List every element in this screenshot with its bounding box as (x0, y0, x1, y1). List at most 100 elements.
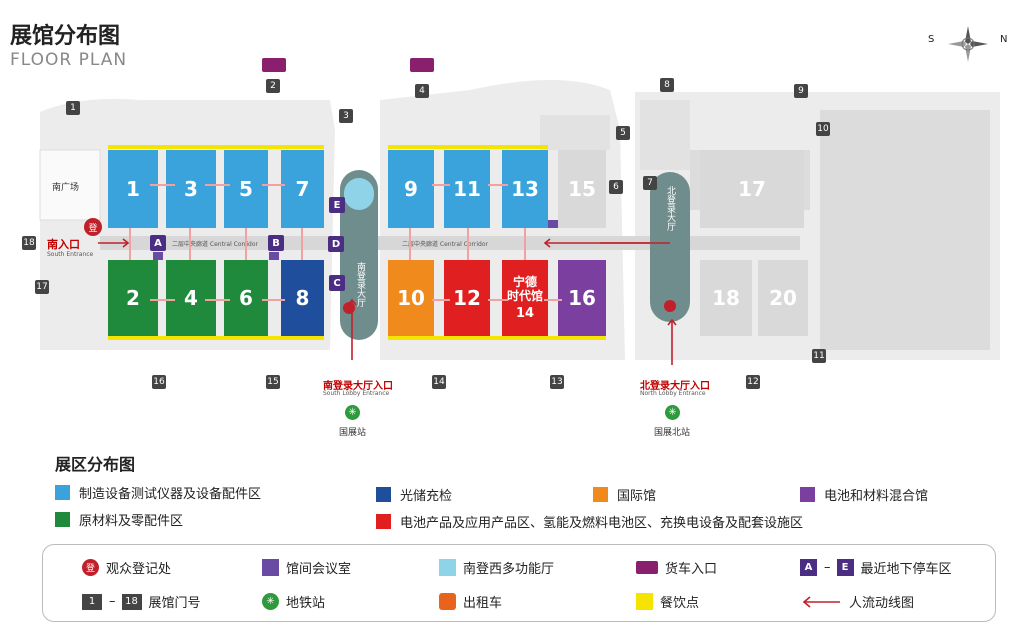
corridor-label-right: 二层中央廊道 Central Corridor (402, 241, 488, 248)
zone-legend-item: 电池产品及应用产品区、氢能及燃料电池区、充换电设备及配套设施区 (376, 512, 803, 531)
gate-17: 17 (35, 280, 49, 294)
zone-label: 电池产品及应用产品区、氢能及燃料电池区、充换电设备及配套设施区 (400, 516, 804, 531)
hall-2[interactable]: 2 (108, 260, 158, 336)
food-strip (388, 145, 548, 149)
hall-3[interactable]: 3 (166, 150, 216, 228)
parking-e-icon: E (836, 559, 854, 576)
compass-south-label: S (928, 34, 935, 45)
hall-5[interactable]: 5 (224, 150, 268, 228)
flow-arrow-icon (802, 595, 840, 608)
south-entrance-en: South Entrance (47, 251, 94, 258)
key-label: 南登西多功能厅 (463, 562, 555, 577)
gate-6: 6 (609, 180, 623, 194)
gate-18: 18 (22, 236, 36, 250)
zones-legend-title: 展区分布图 (55, 455, 136, 474)
hall-16[interactable]: 16 (558, 260, 606, 336)
corridor-label-left: 二层中央廊道 Central Corridor (172, 241, 258, 248)
zone-label: 光储充检 (400, 489, 453, 504)
hall-11[interactable]: 11 (444, 150, 490, 228)
hall-4[interactable]: 4 (166, 260, 216, 336)
hall-6[interactable]: 6 (224, 260, 268, 336)
truck-icon (262, 58, 286, 72)
key-label: 地铁站 (286, 596, 326, 611)
north-lobby[interactable] (650, 172, 690, 322)
zone-legend-item: 制造设备测试仪器及设备配件区 (55, 483, 261, 502)
compass-north-label: N (1000, 34, 1008, 45)
hall-1[interactable]: 1 (108, 150, 158, 228)
key-registration: 登 观众登记处 (82, 558, 171, 577)
key-multi-hall: 南登西多功能厅 (439, 558, 554, 577)
key-label: 货车入口 (665, 562, 718, 577)
zone-legend-item: 电池和材料混合馆 (800, 485, 928, 504)
zone-swatch-purple (800, 487, 815, 502)
gate-3: 3 (339, 109, 353, 123)
hall-14-name: 宁德 时代馆 (506, 275, 543, 303)
gate-2: 2 (266, 79, 280, 93)
multi-function-hall (344, 178, 374, 210)
parking-e: E (329, 197, 345, 213)
gate-12: 12 (746, 375, 760, 389)
hall-17[interactable]: 17 (700, 150, 804, 228)
gate-16: 16 (152, 375, 166, 389)
key-label: 餐饮点 (660, 596, 700, 611)
flow-arrows (98, 184, 677, 365)
hall-8[interactable]: 8 (281, 260, 324, 336)
hall-14-number: 14 (515, 306, 535, 321)
hall-12[interactable]: 12 (444, 260, 490, 336)
meeting-room (548, 220, 558, 228)
gate-14: 14 (432, 375, 446, 389)
hall-14[interactable]: 宁德 时代馆 14 (502, 260, 548, 336)
gate-7: 7 (643, 176, 657, 190)
hall-10[interactable]: 10 (388, 260, 434, 336)
truck-icon (636, 561, 658, 574)
hall-20[interactable]: 20 (758, 260, 808, 336)
key-gate: 1 – 18 展馆门号 (82, 592, 201, 611)
gate-13: 13 (550, 375, 564, 389)
key-food: 餐饮点 (636, 592, 699, 611)
key-flow: 人流动线图 (800, 592, 914, 611)
page-subtitle: FLOOR PLAN (10, 50, 128, 70)
zone-legend-item: 原材料及零配件区 (55, 510, 183, 529)
key-metro: ✳ 地铁站 (262, 592, 325, 611)
north-lobby-label: 北登录大厅 (665, 186, 675, 231)
hall-13[interactable]: 13 (502, 150, 548, 228)
gate-5: 5 (616, 126, 630, 140)
south-lobby-label: 南登录大厅 (355, 262, 365, 307)
central-corridor (100, 236, 660, 250)
meeting-room (153, 252, 163, 260)
hall-18[interactable]: 18 (700, 260, 752, 336)
north-lobby-entrance-en: North Lobby Entrance (640, 390, 706, 397)
south-square-label: 南广场 (52, 183, 80, 193)
zone-swatch-orange (593, 487, 608, 502)
hall-9[interactable]: 9 (388, 150, 434, 228)
metro-icon: ✳ (345, 405, 360, 420)
hall-15[interactable]: 15 (558, 150, 606, 228)
parking-a: A (150, 235, 166, 251)
zone-legend-item: 国际馆 (593, 485, 656, 504)
gate-9: 9 (794, 84, 808, 98)
compass-rose-icon (948, 26, 988, 62)
parking-b: B (268, 235, 284, 251)
hall-7[interactable]: 7 (281, 150, 324, 228)
zone-label: 制造设备测试仪器及设备配件区 (79, 487, 262, 502)
food-strip (108, 145, 324, 149)
gate-icon: 1 (82, 593, 102, 610)
registration-pin-icon (664, 300, 676, 312)
key-label: 人流动线图 (849, 596, 915, 611)
key-dash: – (824, 560, 831, 575)
gate-4: 4 (415, 84, 429, 98)
zone-swatch-red (376, 514, 391, 529)
key-label: 观众登记处 (106, 562, 172, 577)
south-entrance-label: 南入口 (47, 238, 80, 251)
map-key (42, 544, 996, 622)
gate-10: 10 (816, 122, 830, 136)
compass: S N (928, 24, 1018, 64)
key-parking: A – E 最近地下停车区 (800, 558, 952, 577)
truck-icon (410, 58, 434, 72)
gate-1: 1 (66, 101, 80, 115)
zone-swatch-blue (55, 485, 70, 500)
zone-legend-item: 光储充检 (376, 485, 452, 504)
key-label: 展馆门号 (148, 596, 201, 611)
registration-icon: 登 (82, 559, 99, 576)
gate-icon: 18 (121, 593, 142, 610)
